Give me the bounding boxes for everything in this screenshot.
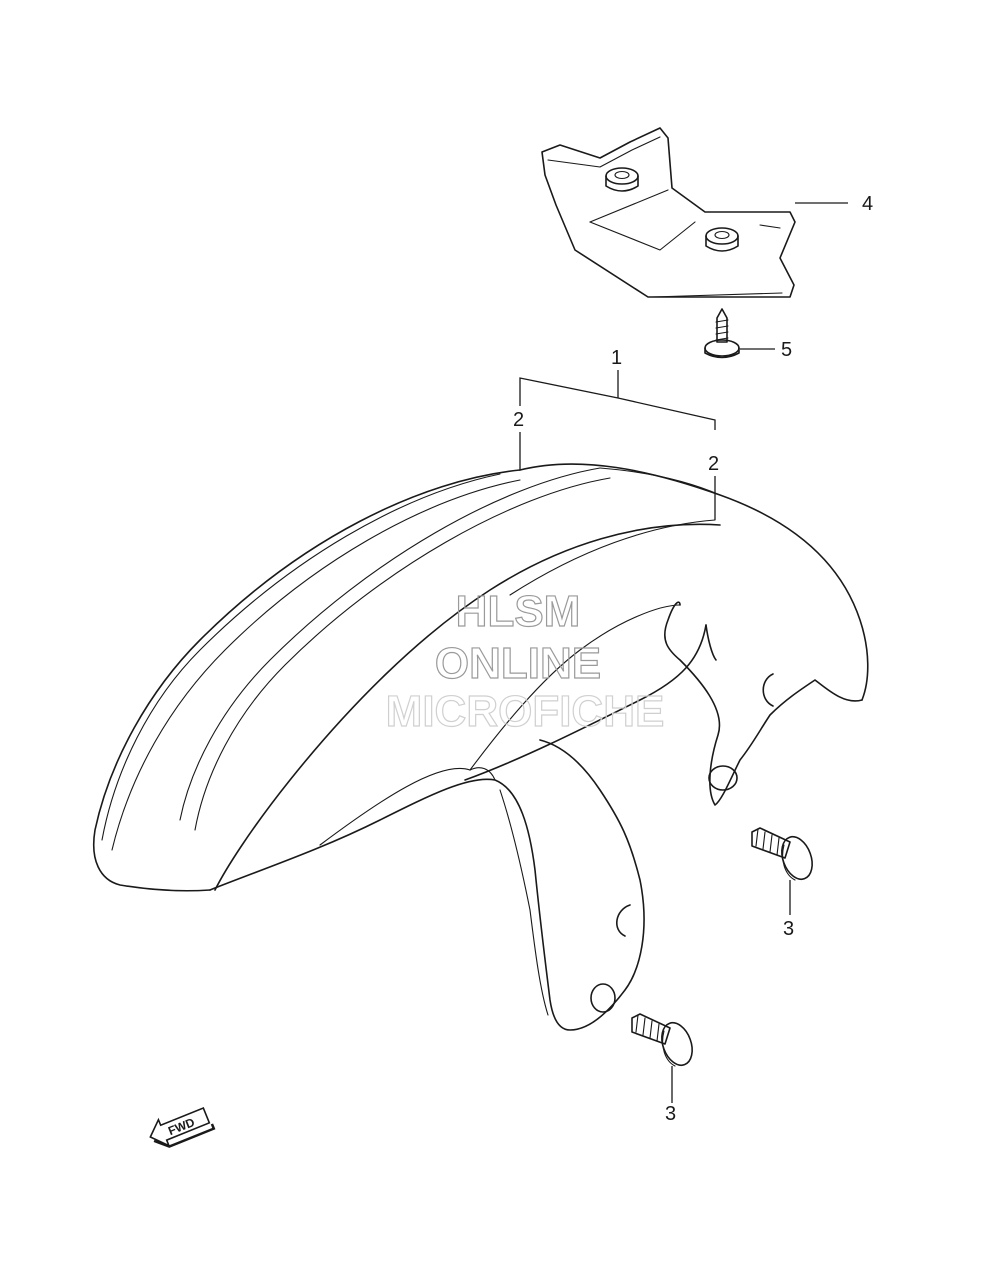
- watermark: HLSM ONLINE MICROFICHE: [385, 586, 665, 736]
- bracket-nut-upper: [605, 167, 639, 192]
- leader-bracket-1: [519, 377, 716, 430]
- bolt-part-3-upper: 3: [751, 827, 813, 940]
- front-fender-part-1: [93, 463, 869, 1031]
- callout-2-right: 2: [708, 453, 719, 475]
- bracket-nut-lower: [705, 227, 739, 252]
- callout-4: 4: [862, 193, 873, 215]
- forward-arrow-icon: FWD: [149, 1106, 216, 1148]
- callout-5: 5: [781, 339, 792, 361]
- bracket-part-4: 4: [541, 127, 873, 298]
- screw-part-5: 5: [704, 308, 792, 361]
- callout-group-1: 1 2 2: [513, 347, 719, 520]
- callout-2-left: 2: [513, 409, 524, 431]
- callout-1: 1: [611, 347, 622, 369]
- watermark-line-2: ONLINE: [435, 639, 601, 688]
- callout-3-upper: 3: [783, 918, 794, 940]
- watermark-line-3: MICROFICHE: [386, 687, 665, 736]
- callout-3-lower: 3: [665, 1103, 676, 1125]
- watermark-line-1: HLSM: [456, 587, 581, 636]
- bolt-part-3-lower: 3: [631, 1013, 693, 1125]
